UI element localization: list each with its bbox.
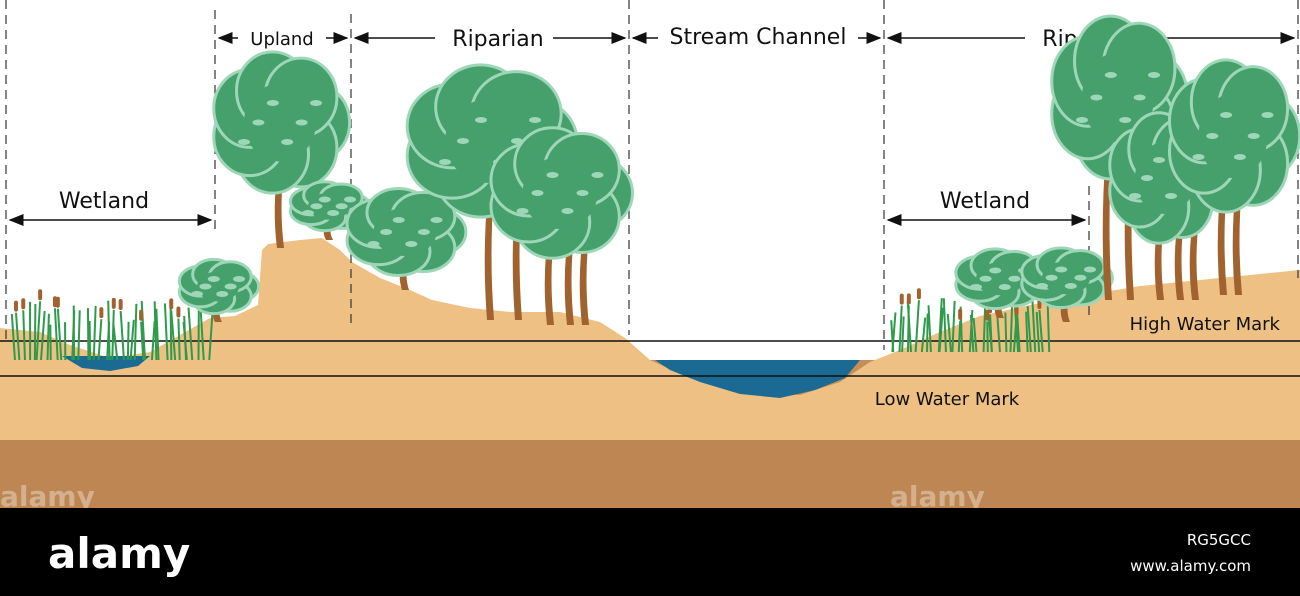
reed-blade [182, 321, 188, 361]
footer-image-id: RG5GCC [1187, 531, 1251, 549]
cattail-head [21, 298, 26, 310]
cattail-head [899, 293, 904, 305]
reed-blade [126, 321, 130, 361]
watermark-right: alamy [890, 480, 985, 513]
reed-blade [129, 319, 135, 361]
reed-blade [40, 311, 46, 361]
reed-blade [56, 308, 63, 361]
reed-blade [898, 305, 903, 353]
low-water-mark-label: Low Water Mark [875, 389, 1020, 410]
cattail-head [55, 296, 60, 308]
reed-blade [1016, 311, 1021, 353]
reed-blade [1046, 303, 1051, 353]
cattail-head [99, 307, 104, 319]
reed-blade [10, 313, 16, 361]
cattail-head [118, 299, 123, 311]
reed-blade [92, 305, 97, 361]
reed-blade [942, 298, 947, 353]
upland-label: Upland [250, 29, 313, 50]
cattail-head [111, 297, 116, 309]
reed-blade [53, 308, 59, 361]
reed-blade [1035, 312, 1041, 353]
stream-channel-label: Stream Channel [670, 25, 847, 50]
reed-blade [920, 317, 927, 353]
reed-blade [1031, 299, 1037, 353]
cattail-head [139, 309, 144, 321]
reed-blade [957, 320, 962, 353]
watermark-left: alamy [0, 480, 95, 513]
reed-blade [951, 300, 956, 353]
reed-blade [914, 300, 920, 353]
reed-blade [140, 300, 147, 361]
zone-arrows [8, 32, 1296, 226]
reed-blade [987, 316, 993, 353]
tree [345, 187, 468, 290]
reed-blade [1004, 312, 1008, 353]
reed-blade [199, 310, 205, 361]
reed-blade [177, 318, 181, 361]
trees [177, 14, 1300, 325]
reed-blade [890, 320, 895, 353]
reed-blade [133, 303, 138, 361]
reed-blade [972, 317, 978, 353]
cattail-head [985, 309, 990, 321]
reed-blade [119, 310, 125, 361]
stream-water [655, 360, 860, 398]
reed-blade [927, 305, 932, 353]
reed-blade [187, 307, 194, 361]
reed-blade [938, 307, 944, 353]
reed-blade [969, 314, 975, 353]
cattail-head [14, 300, 19, 312]
reed-blade [906, 301, 913, 353]
cattail-head [38, 289, 43, 301]
tree [1020, 246, 1114, 322]
reeds [10, 298, 1051, 361]
tree [489, 126, 634, 325]
riparian-left-label: Riparian [452, 27, 543, 52]
reed-blade [163, 303, 169, 361]
reed-blade [15, 312, 21, 361]
reed-blade [140, 321, 145, 361]
tree [212, 50, 352, 248]
deep-soil-layer [0, 440, 1300, 508]
reed-blade [901, 316, 905, 353]
reed-blade [155, 308, 160, 361]
reed-blade [107, 300, 111, 361]
reed-blade [170, 310, 177, 361]
reed-blade [1026, 306, 1032, 353]
cattail-head [176, 306, 181, 318]
reed-blade [35, 301, 42, 361]
reed-blade [112, 323, 119, 361]
tree [177, 257, 261, 322]
footer-url: www.alamy.com [1130, 557, 1251, 575]
reed-blade [208, 312, 214, 361]
reed-blade [946, 313, 952, 353]
cattail-head [958, 308, 963, 320]
reed-blade [1038, 309, 1044, 353]
high-water-mark-label: High Water Mark [1130, 314, 1281, 335]
reed-blade [153, 301, 158, 361]
footer-brand-logo: alamy [48, 529, 190, 578]
topsoil-terrain [0, 238, 1300, 440]
tree [1167, 58, 1300, 295]
reed-blade [46, 313, 50, 361]
reed-blade [77, 310, 81, 361]
cattail-head [906, 293, 911, 305]
reed-blade [926, 313, 929, 353]
reed-blade [22, 310, 26, 361]
reed-blade [97, 319, 103, 361]
watermark-footer [0, 508, 1300, 596]
cattail-head [916, 288, 921, 300]
cattail-head [169, 298, 174, 310]
wetland-left-label: Wetland [59, 189, 149, 214]
reed-blade [1025, 311, 1029, 353]
reed-blade [111, 309, 115, 361]
wetland-right-label: Wetland [940, 189, 1030, 214]
